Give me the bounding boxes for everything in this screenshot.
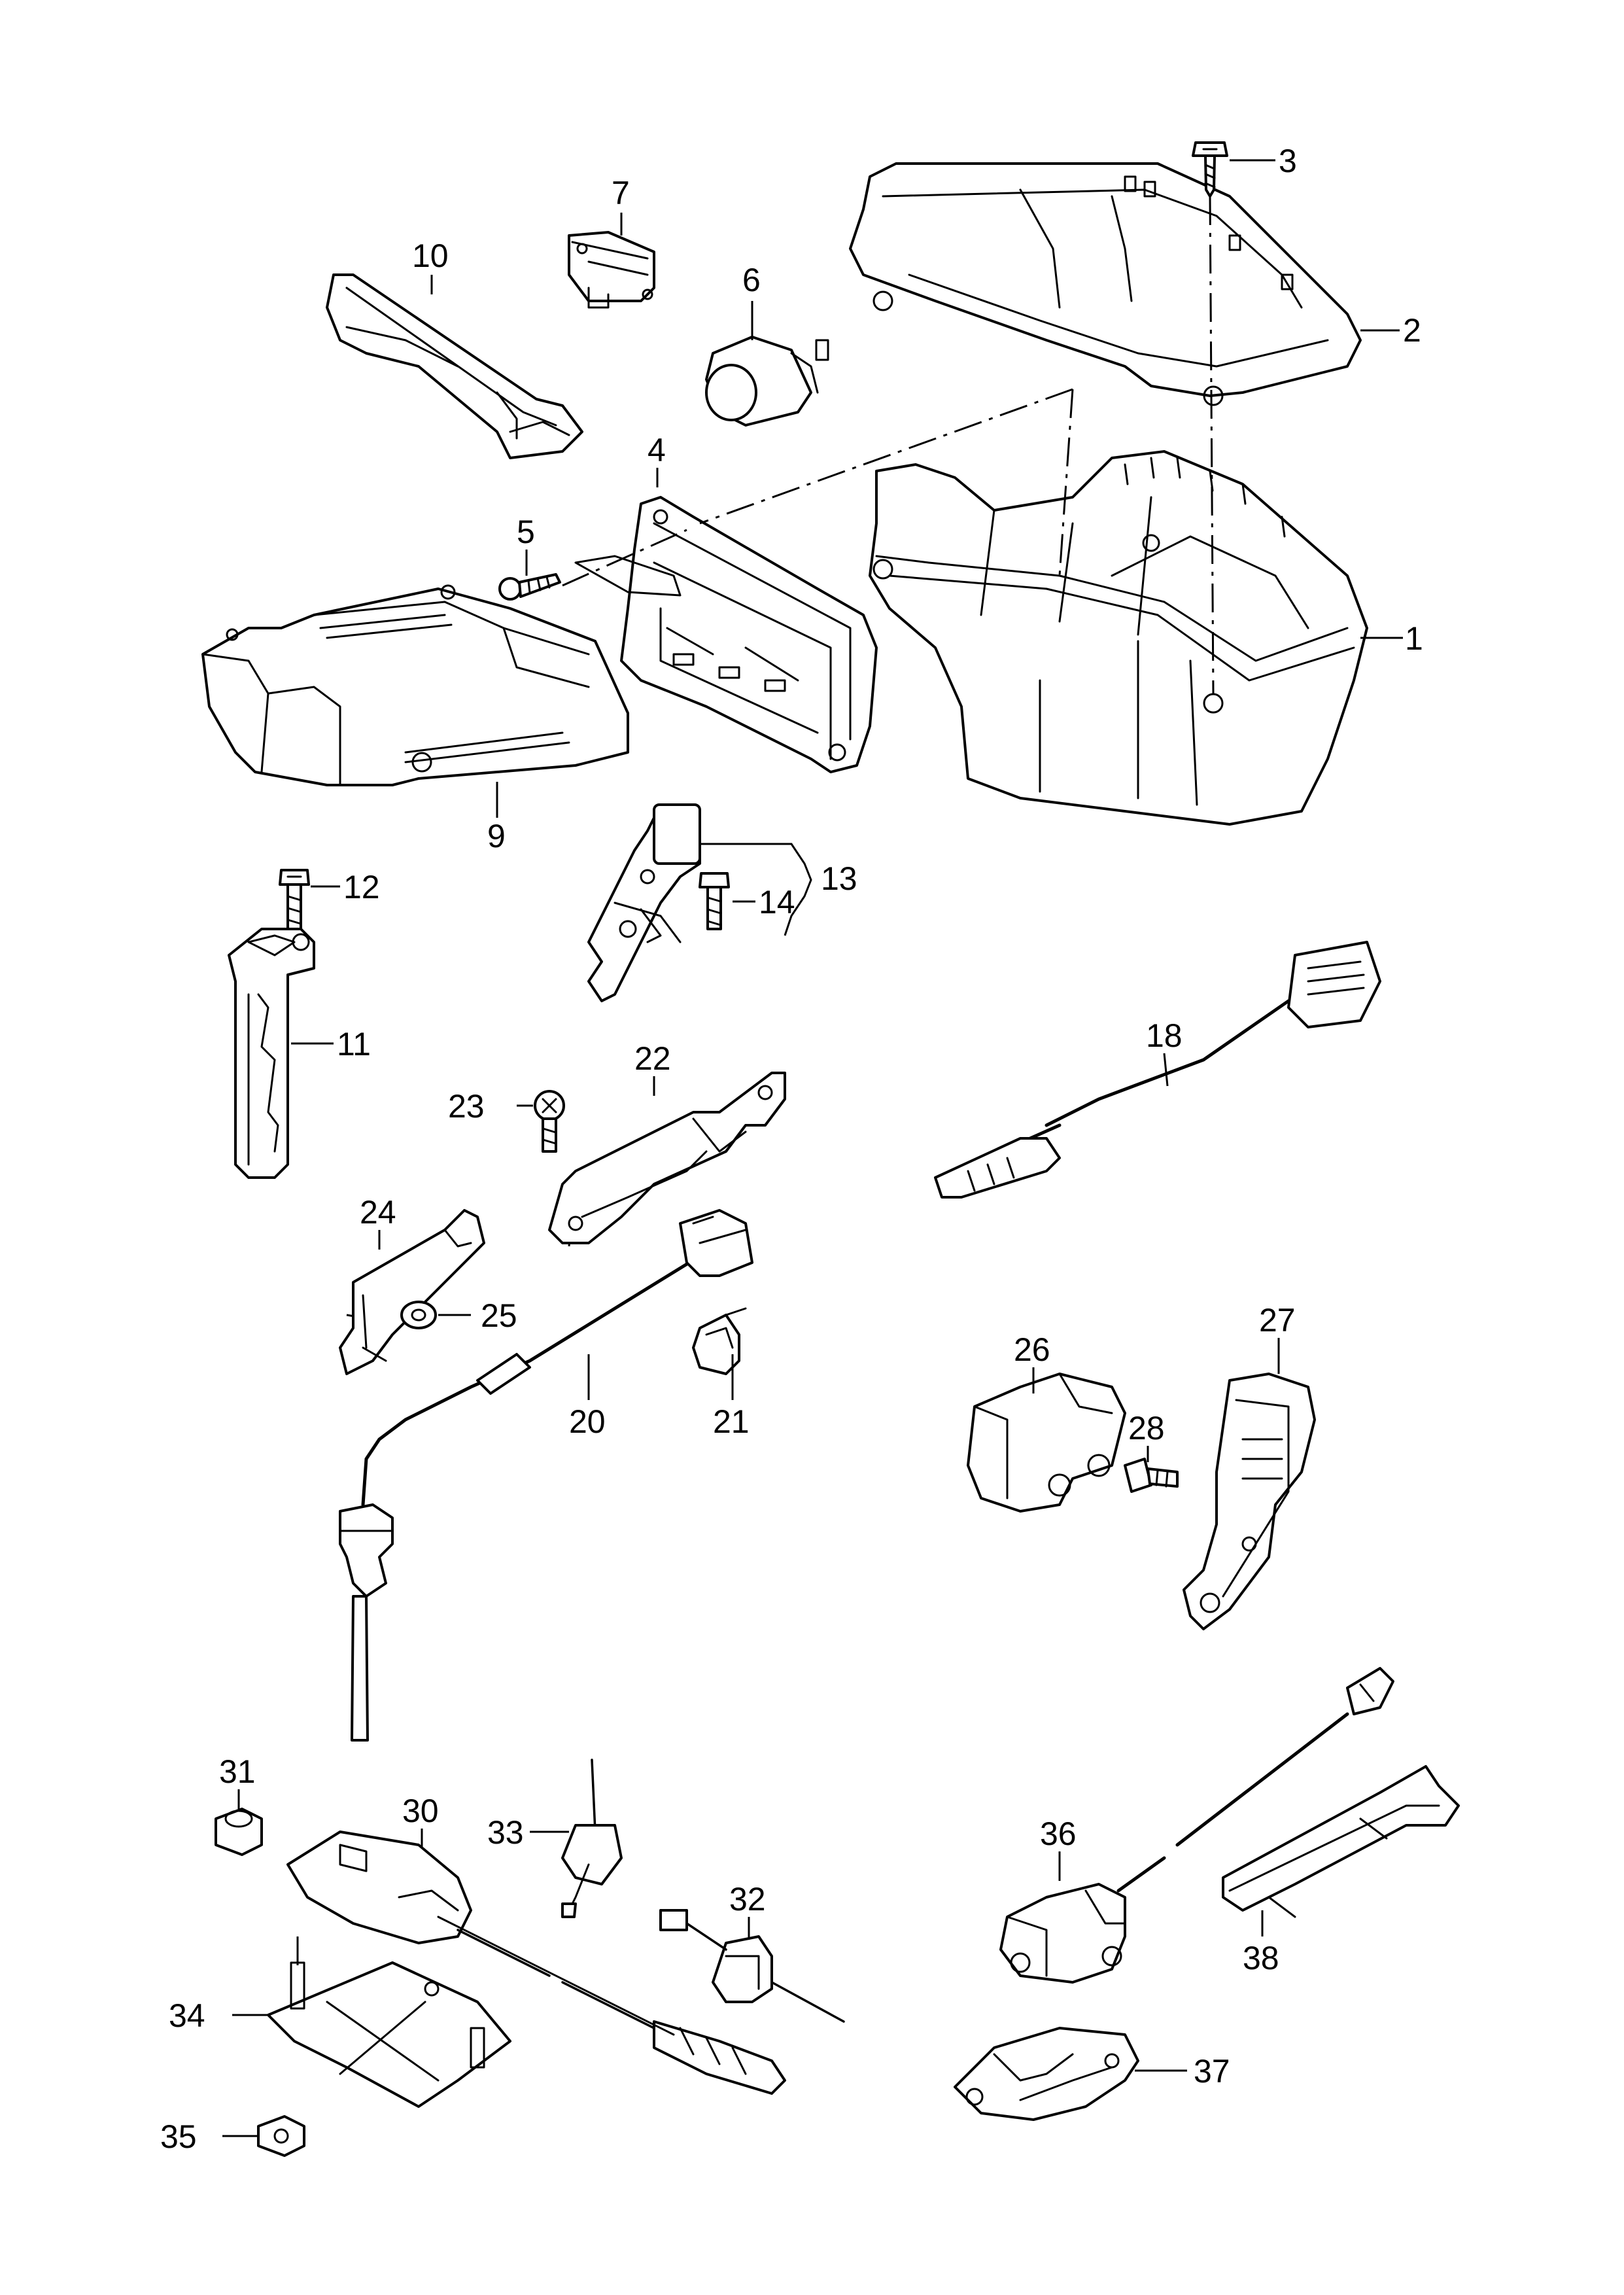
callout-14: 14 bbox=[759, 884, 795, 920]
callout-2: 2 bbox=[1403, 312, 1421, 349]
nut-part-31 bbox=[215, 1808, 263, 1856]
nox-sensor-part-30 bbox=[286, 1831, 786, 2095]
screw-part-23 bbox=[534, 1090, 565, 1153]
callout-1: 1 bbox=[1405, 620, 1423, 657]
callout-10: 10 bbox=[412, 237, 449, 274]
callout-28: 28 bbox=[1128, 1410, 1165, 1446]
bracket-part-27 bbox=[1183, 1373, 1316, 1630]
pressure-sensor-part-26 bbox=[967, 1373, 1126, 1513]
lambda-sensor-part-18 bbox=[934, 941, 1381, 1199]
bracket-part-38 bbox=[1222, 1765, 1460, 1918]
callout-22: 22 bbox=[634, 1040, 671, 1077]
callout-6: 6 bbox=[742, 262, 761, 298]
sensor-module-part-36 bbox=[999, 1667, 1394, 1984]
callout-32: 32 bbox=[729, 1881, 766, 1918]
bracket-part-22 bbox=[548, 1072, 786, 1244]
bracket-plate-part-34 bbox=[267, 1961, 511, 2108]
callout-13: 13 bbox=[821, 860, 857, 897]
screw-part-3 bbox=[1192, 141, 1228, 198]
callout-38: 38 bbox=[1243, 1940, 1279, 1976]
callout-9: 9 bbox=[487, 818, 506, 854]
sensor-part-11 bbox=[228, 928, 315, 1179]
screw-part-28 bbox=[1124, 1458, 1179, 1493]
callout-25: 25 bbox=[481, 1297, 517, 1334]
callout-7: 7 bbox=[612, 175, 630, 211]
callout-23: 23 bbox=[448, 1088, 485, 1125]
temperature-sensor-part-20 bbox=[339, 1209, 753, 1742]
callout-5: 5 bbox=[517, 514, 535, 550]
callout-20: 20 bbox=[569, 1403, 606, 1440]
callout-34: 34 bbox=[169, 1997, 205, 2034]
screw-part-12 bbox=[279, 869, 310, 930]
callout-30: 30 bbox=[402, 1793, 439, 1829]
screw-part-5 bbox=[498, 573, 561, 601]
mounting-bracket-part-37 bbox=[954, 2027, 1139, 2121]
callout-31: 31 bbox=[219, 1753, 256, 1790]
callout-26: 26 bbox=[1014, 1331, 1050, 1368]
callout-27: 27 bbox=[1259, 1302, 1296, 1339]
connector-part-33 bbox=[561, 1759, 623, 1918]
bracket-part-10 bbox=[326, 273, 583, 459]
callout-12: 12 bbox=[343, 869, 380, 905]
callout-11: 11 bbox=[337, 1026, 371, 1062]
callout-33: 33 bbox=[487, 1814, 524, 1851]
connector-part-32 bbox=[659, 1909, 845, 2023]
callout-24: 24 bbox=[360, 1194, 396, 1231]
callout-37: 37 bbox=[1194, 2053, 1230, 2090]
callout-3: 3 bbox=[1279, 143, 1297, 179]
ecu-control-unit-part-9 bbox=[201, 584, 629, 786]
callout-36: 36 bbox=[1040, 1815, 1077, 1852]
callout-18: 18 bbox=[1146, 1017, 1183, 1054]
nut-part-25 bbox=[400, 1301, 437, 1329]
clip-bracket-part-24 bbox=[339, 1209, 485, 1375]
ecu-bracket-part-4 bbox=[574, 496, 878, 773]
callout-35: 35 bbox=[160, 2118, 197, 2155]
speed-sensor-part-13 bbox=[587, 803, 701, 1002]
callout-labels: 1 2 3 4 5 6 7 9 10 11 12 13 14 18 20 21 … bbox=[160, 143, 1423, 2155]
leader-lines bbox=[222, 159, 1403, 2137]
clip-part-21 bbox=[692, 1307, 747, 1375]
connector-part-7 bbox=[568, 231, 655, 309]
callout-21: 21 bbox=[713, 1403, 750, 1440]
housing-base-part-1 bbox=[869, 450, 1368, 826]
screw-part-14 bbox=[699, 872, 730, 930]
relay-part-6 bbox=[705, 336, 829, 427]
callout-4: 4 bbox=[648, 432, 666, 468]
assembly-lines bbox=[296, 196, 1215, 1969]
housing-cover-part-2 bbox=[849, 162, 1362, 406]
nut-part-35 bbox=[257, 2115, 305, 2157]
